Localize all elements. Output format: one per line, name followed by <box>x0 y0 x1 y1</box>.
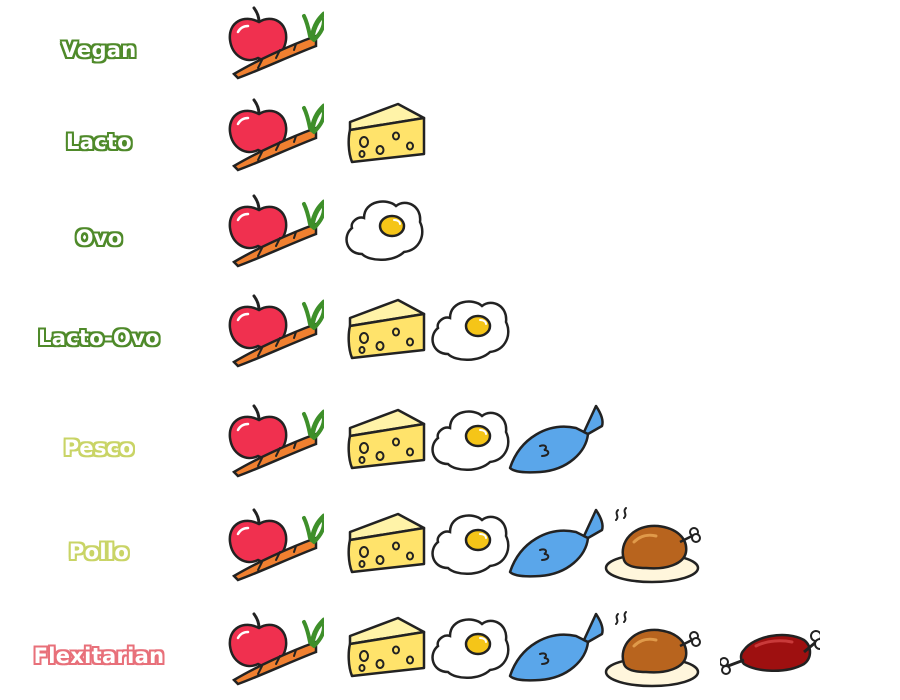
diet-row-pesco: Pesco <box>0 398 900 498</box>
apple-carrot-icon <box>224 606 324 700</box>
diet-label: Ovo <box>75 226 123 250</box>
roast-chicken-icon <box>604 606 704 700</box>
cheese-icon <box>334 288 434 388</box>
apple-carrot-icon <box>224 188 324 288</box>
diet-row-lacto: Lacto <box>0 92 900 192</box>
meat-leg-icon <box>720 606 820 700</box>
cheese-icon <box>334 606 434 700</box>
cheese-icon <box>334 92 434 192</box>
diet-row-pollo: Pollo <box>0 502 900 602</box>
fried-egg-icon <box>420 288 520 388</box>
fried-egg-icon <box>334 188 434 288</box>
fish-icon <box>506 502 606 602</box>
fried-egg-icon <box>420 606 520 700</box>
apple-carrot-icon <box>224 288 324 388</box>
roast-chicken-icon <box>604 502 704 602</box>
fish-icon <box>506 606 606 700</box>
fish-icon <box>506 398 606 498</box>
diet-row-ovo: Ovo <box>0 188 900 288</box>
diet-row-lacto-ovo: Lacto-Ovo <box>0 288 900 388</box>
fried-egg-icon <box>420 398 520 498</box>
diet-label: Vegan <box>61 38 137 62</box>
apple-carrot-icon <box>224 0 324 100</box>
cheese-icon <box>334 502 434 602</box>
diet-row-vegan: Vegan <box>0 0 900 100</box>
diet-label: Lacto <box>66 130 132 154</box>
diet-label: Flexitarian <box>33 644 165 668</box>
diet-label: Pesco <box>63 436 135 460</box>
diet-row-flexitarian: Flexitarian <box>0 606 900 700</box>
apple-carrot-icon <box>224 92 324 192</box>
cheese-icon <box>334 398 434 498</box>
fried-egg-icon <box>420 502 520 602</box>
apple-carrot-icon <box>224 502 324 602</box>
diet-label: Lacto-Ovo <box>38 326 160 350</box>
diet-label: Pollo <box>68 540 130 564</box>
apple-carrot-icon <box>224 398 324 498</box>
